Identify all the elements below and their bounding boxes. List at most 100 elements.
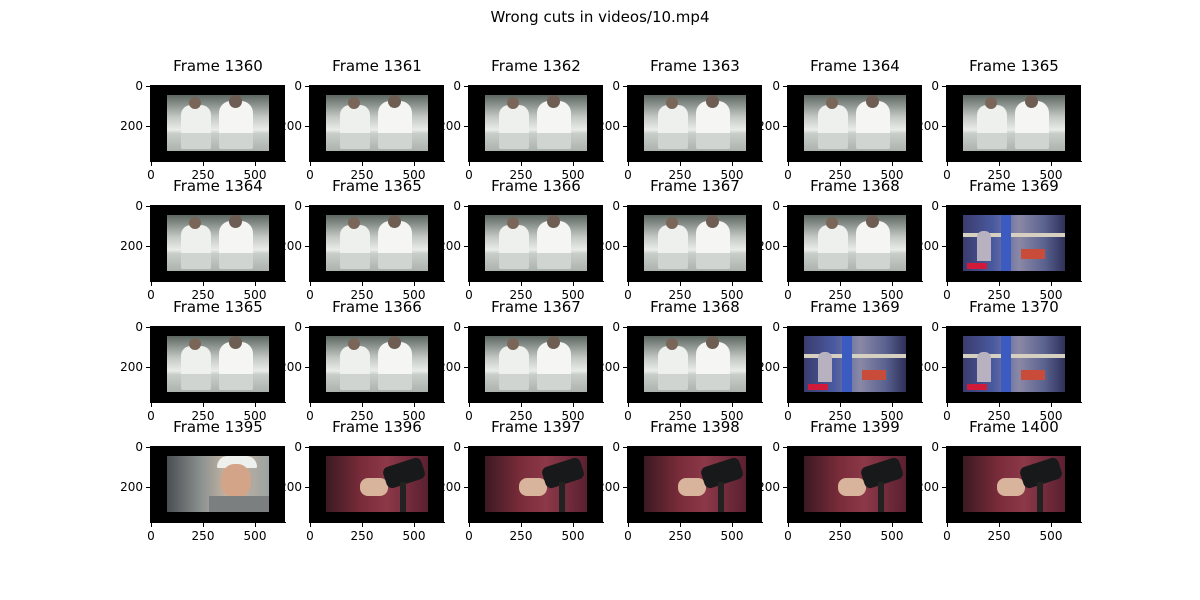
x-tick-label: 500 bbox=[561, 288, 585, 302]
y-tick-label: 0 bbox=[453, 440, 461, 454]
x-axis-line bbox=[627, 402, 763, 403]
y-tick-label: 0 bbox=[612, 440, 620, 454]
x-tick bbox=[362, 282, 363, 286]
x-tick bbox=[999, 523, 1000, 527]
y-axis-line bbox=[946, 326, 947, 403]
scene-face bbox=[167, 456, 269, 512]
x-tick bbox=[573, 282, 574, 286]
y-tick-label: 0 bbox=[612, 79, 620, 93]
x-tick-label: 250 bbox=[987, 168, 1011, 182]
x-tick bbox=[521, 403, 522, 407]
frame-title: Frame 1364 bbox=[810, 57, 900, 75]
x-tick bbox=[999, 282, 1000, 286]
x-tick bbox=[947, 162, 948, 166]
x-axis-line bbox=[787, 522, 923, 523]
frame-image bbox=[151, 85, 285, 161]
frame-image bbox=[469, 205, 603, 281]
y-tick bbox=[305, 487, 309, 488]
x-tick-label: 250 bbox=[828, 168, 852, 182]
x-tick-label: 500 bbox=[243, 409, 267, 423]
x-tick-label: 500 bbox=[880, 288, 904, 302]
x-tick-label: 250 bbox=[191, 168, 215, 182]
frame-image bbox=[151, 326, 285, 402]
y-tick bbox=[783, 487, 787, 488]
y-axis-line bbox=[787, 85, 788, 162]
x-tick bbox=[203, 523, 204, 527]
x-tick bbox=[521, 282, 522, 286]
y-tick bbox=[623, 86, 627, 87]
x-tick-label: 500 bbox=[1039, 529, 1063, 543]
y-tick-label: 200 bbox=[916, 119, 939, 133]
x-tick bbox=[947, 403, 948, 407]
x-axis-line bbox=[627, 522, 763, 523]
x-tick-label: 250 bbox=[350, 529, 374, 543]
y-axis-line bbox=[309, 85, 310, 162]
x-tick bbox=[414, 282, 415, 286]
y-axis-line bbox=[150, 85, 151, 162]
frame-image bbox=[151, 205, 285, 281]
y-tick-label: 0 bbox=[772, 320, 780, 334]
frame-title: Frame 1365 bbox=[173, 298, 263, 316]
y-tick bbox=[942, 206, 946, 207]
frame-image bbox=[151, 446, 285, 522]
y-tick-label: 200 bbox=[438, 480, 461, 494]
y-tick bbox=[146, 206, 150, 207]
y-tick bbox=[623, 327, 627, 328]
frame-image bbox=[310, 205, 444, 281]
x-tick bbox=[788, 523, 789, 527]
x-tick-label: 250 bbox=[668, 288, 692, 302]
frame-title: Frame 1370 bbox=[969, 298, 1059, 316]
x-tick-label: 0 bbox=[624, 288, 632, 302]
x-tick-label: 0 bbox=[306, 529, 314, 543]
x-tick bbox=[1051, 162, 1052, 166]
y-axis-line bbox=[946, 446, 947, 523]
x-tick bbox=[469, 282, 470, 286]
y-tick bbox=[783, 126, 787, 127]
y-tick-label: 0 bbox=[294, 199, 302, 213]
y-tick bbox=[942, 126, 946, 127]
frame-image bbox=[947, 85, 1081, 161]
frame-image bbox=[947, 446, 1081, 522]
y-tick-label: 200 bbox=[438, 119, 461, 133]
frame-title: Frame 1367 bbox=[491, 298, 581, 316]
x-tick bbox=[628, 162, 629, 166]
y-tick-label: 0 bbox=[612, 320, 620, 334]
x-tick bbox=[203, 282, 204, 286]
y-tick-label: 200 bbox=[916, 360, 939, 374]
y-tick-label: 200 bbox=[438, 239, 461, 253]
x-tick bbox=[732, 523, 733, 527]
y-tick-label: 200 bbox=[597, 360, 620, 374]
frame-title: Frame 1368 bbox=[650, 298, 740, 316]
y-tick-label: 0 bbox=[135, 320, 143, 334]
x-tick-label: 0 bbox=[784, 409, 792, 423]
y-tick-label: 200 bbox=[757, 360, 780, 374]
y-tick-label: 200 bbox=[757, 119, 780, 133]
x-tick bbox=[469, 403, 470, 407]
scene-lab bbox=[167, 95, 269, 151]
x-tick bbox=[892, 523, 893, 527]
y-tick-label: 0 bbox=[453, 79, 461, 93]
x-tick-label: 500 bbox=[720, 409, 744, 423]
x-tick bbox=[628, 403, 629, 407]
y-tick-label: 200 bbox=[279, 239, 302, 253]
frame-title: Frame 1396 bbox=[332, 418, 422, 436]
y-tick-label: 0 bbox=[931, 320, 939, 334]
x-tick-label: 0 bbox=[943, 168, 951, 182]
x-tick bbox=[680, 523, 681, 527]
y-tick-label: 0 bbox=[135, 199, 143, 213]
frame-image bbox=[947, 326, 1081, 402]
x-tick-label: 500 bbox=[402, 288, 426, 302]
y-tick bbox=[464, 126, 468, 127]
x-tick bbox=[573, 162, 574, 166]
x-axis-line bbox=[468, 402, 604, 403]
x-tick-label: 500 bbox=[720, 529, 744, 543]
y-tick-label: 200 bbox=[916, 480, 939, 494]
